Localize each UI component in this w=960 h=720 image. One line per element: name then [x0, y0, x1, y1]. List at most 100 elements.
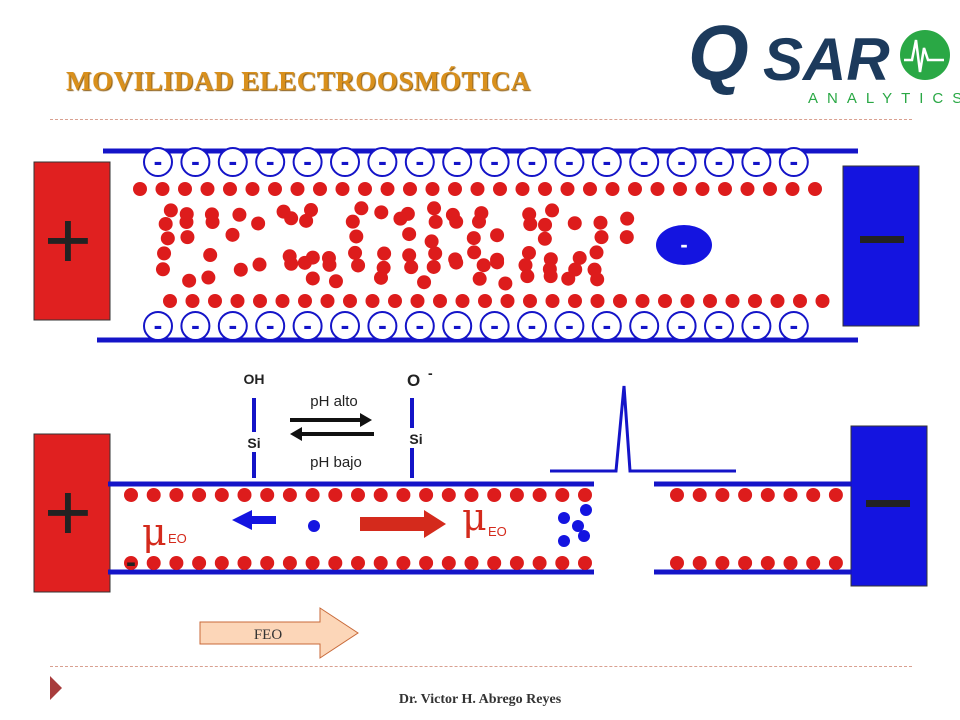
- cation: [538, 182, 552, 196]
- cation: [305, 488, 320, 502]
- slide-title: MOVILIDAD ELECTROOSMÓTICA: [66, 66, 531, 96]
- cation: [313, 182, 327, 196]
- cation: [555, 556, 570, 570]
- wall-charge-sign: -: [789, 146, 798, 176]
- wall-charge: [704, 311, 734, 341]
- cation: [467, 245, 482, 260]
- cation: [806, 556, 821, 570]
- anion: [578, 530, 590, 542]
- cation: [402, 227, 417, 242]
- cation: [783, 488, 798, 502]
- footer-author: Dr. Victor H. Abrego Reyes: [398, 692, 562, 707]
- cation: [192, 556, 207, 570]
- cation: [169, 488, 184, 502]
- cation: [828, 556, 843, 570]
- cation: [695, 182, 710, 196]
- cation: [590, 272, 605, 287]
- top-anode-electrode: [33, 161, 111, 321]
- feo-flow-arrow: [199, 607, 359, 659]
- top-cathode-symbol: [860, 236, 904, 243]
- cation: [299, 213, 314, 228]
- wall-charge-sign: -: [752, 146, 761, 176]
- cation: [232, 207, 247, 222]
- mobility-right-symbol: μ: [462, 495, 487, 539]
- cation: [426, 259, 441, 274]
- wall-charge: [741, 311, 772, 341]
- wall-charge: [704, 147, 734, 177]
- cation: [605, 182, 620, 196]
- anion: [558, 512, 570, 524]
- wall-charge: [666, 311, 697, 341]
- wall-charge-sign: -: [303, 146, 312, 176]
- wall-charge-sign: -: [528, 310, 537, 340]
- cation: [358, 182, 372, 196]
- wall-charge-sign: -: [191, 146, 200, 176]
- cation: [373, 556, 388, 570]
- wall-charge: [554, 147, 585, 177]
- wall-charge: [778, 147, 809, 177]
- cation: [146, 556, 161, 570]
- si-label-backdrop-left: [242, 432, 268, 452]
- cation: [590, 294, 605, 308]
- wall-charge-sign: -: [677, 310, 686, 340]
- cation: [179, 215, 194, 230]
- cation: [748, 294, 762, 308]
- bottom-anode-symbol: +: [44, 467, 92, 558]
- wall-charge: [442, 147, 473, 177]
- cation: [427, 201, 442, 216]
- cation: [555, 488, 570, 502]
- wall-charge: [778, 311, 809, 341]
- cation: [493, 182, 507, 196]
- cation: [532, 556, 547, 570]
- cation: [146, 488, 161, 502]
- top-cathode-electrode: [842, 165, 920, 327]
- cation: [163, 203, 178, 218]
- cation: [509, 488, 524, 502]
- silanolate-charge: -: [428, 365, 433, 381]
- top-cations: [133, 182, 830, 308]
- wall-charge: [217, 147, 248, 177]
- cation: [538, 217, 553, 232]
- anion-cluster: [558, 504, 592, 547]
- wall-charge-sign: -: [191, 310, 200, 340]
- wall-charge-sign: -: [677, 146, 686, 176]
- cation: [770, 294, 785, 308]
- wall-charge: [367, 147, 398, 177]
- cation: [203, 248, 218, 263]
- wall-charge: [180, 311, 211, 341]
- cation: [284, 211, 299, 226]
- cation: [692, 556, 707, 570]
- cation: [305, 556, 320, 570]
- si-label-left: Si: [247, 435, 260, 451]
- cation: [441, 556, 456, 570]
- wall-charge: [143, 147, 173, 177]
- cation: [260, 556, 275, 570]
- cation: [410, 294, 425, 308]
- anion-blob: [656, 225, 712, 265]
- cation: [470, 182, 485, 196]
- cation: [260, 488, 275, 502]
- cation: [658, 294, 672, 308]
- mobility-left-symbol: μ: [142, 510, 167, 554]
- wall-charge: [666, 147, 697, 177]
- anion: [558, 535, 570, 547]
- wall-charge: [629, 311, 660, 341]
- wall-charge-sign: -: [415, 146, 424, 176]
- cation: [351, 258, 366, 273]
- wall-charge-sign: -: [341, 146, 350, 176]
- cation: [490, 255, 505, 270]
- top-lower-wall-charges: ------------------: [143, 310, 809, 341]
- cation: [345, 214, 360, 229]
- cation: [578, 488, 592, 502]
- cation: [320, 294, 335, 308]
- cation: [233, 262, 248, 277]
- cation: [275, 294, 290, 308]
- cation: [374, 205, 389, 220]
- wall-charge: [479, 311, 510, 341]
- cation: [185, 294, 200, 308]
- cation: [472, 214, 487, 229]
- cation: [593, 215, 608, 230]
- cation: [419, 488, 434, 502]
- cation: [537, 231, 552, 246]
